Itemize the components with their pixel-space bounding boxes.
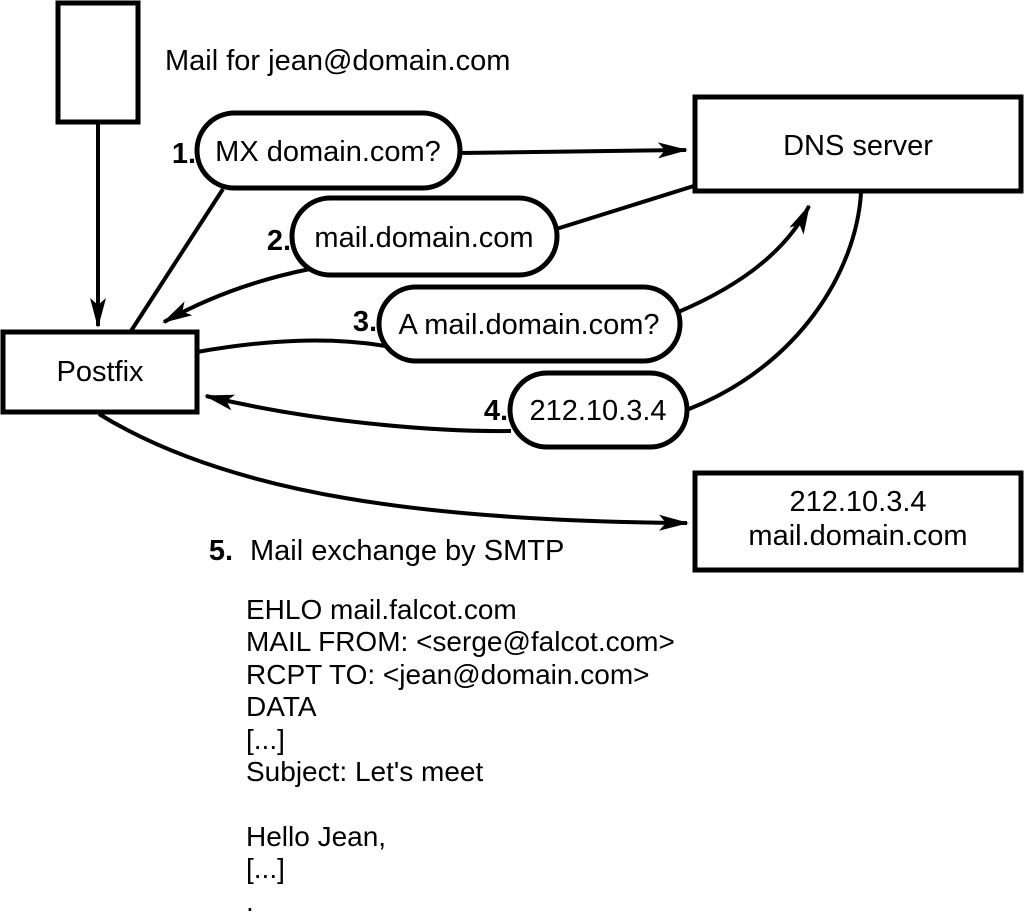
step-number-2: 2.: [267, 225, 291, 257]
step-5-label: Mail exchange by SMTP: [250, 535, 564, 567]
query-pill-3: [376, 284, 683, 364]
line-dns-to-pill2: [552, 183, 698, 232]
mailserver-ip-label: 212.10.3.4: [789, 486, 926, 518]
arrow-postfix-to-mailserver: [97, 412, 689, 531]
step-number-1: 1.: [172, 138, 196, 170]
step-number-3: 3.: [353, 306, 377, 338]
step-number-5: 5.: [209, 535, 233, 567]
query-pill-1: [194, 110, 463, 191]
query-pill-1-label: MX domain.com?: [215, 136, 441, 168]
mailserver-host-label: mail.domain.com: [748, 520, 967, 552]
smtp-session-text: EHLO mail.falcot.com MAIL FROM: <serge@f…: [246, 594, 675, 917]
answer-pill-2-label: mail.domain.com: [314, 222, 533, 254]
postfix-label: Postfix: [56, 356, 144, 388]
arrow-pill3-to-dns: [675, 204, 811, 315]
line-dns-to-pill4: [688, 192, 863, 411]
line-postfix-to-pill3: [196, 338, 392, 354]
arrow-pill2-to-postfix: [162, 267, 311, 324]
answer-pill-4-label: 212.10.3.4: [529, 395, 666, 427]
dns-server-label: DNS server: [783, 130, 933, 162]
diagram-title: Mail for jean@domain.com: [165, 45, 510, 77]
mail-envelope-box: [55, 0, 141, 125]
arrow-pill4-to-postfix: [204, 394, 512, 434]
postfix-box: [0, 329, 200, 415]
answer-pill-2: [289, 195, 560, 278]
query-pill-3-label: A mail.domain.com?: [398, 309, 659, 341]
line-postfix-to-pill1: [129, 187, 225, 333]
dns-server-box: [692, 94, 1024, 194]
step-number-4: 4.: [484, 395, 508, 427]
arrow-pill1-to-dns: [459, 142, 688, 159]
answer-pill-4: [507, 370, 690, 450]
mailserver-box: [692, 470, 1024, 573]
